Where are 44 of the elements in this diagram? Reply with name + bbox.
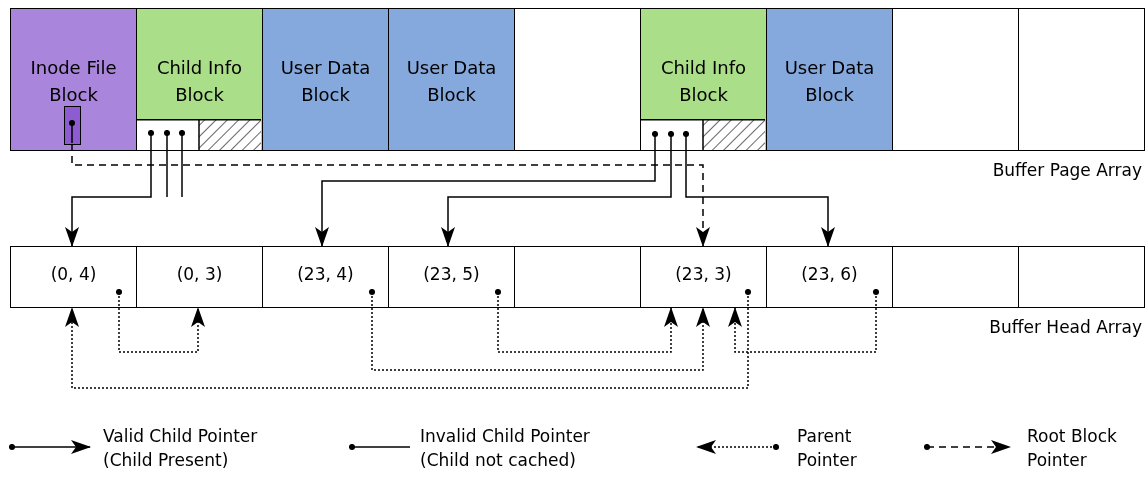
block-label: Child Info Block [155,56,244,107]
block-id: (0, 4) [49,263,98,286]
block-label: Child Info Block [659,56,748,107]
user-data-block [262,8,389,151]
parent-pointer-arrow [728,288,880,353]
legend-text: Invalid Child Pointer (Child not cached) [420,425,591,472]
child-pointer-arrow [315,130,659,247]
buffer-head-cell [640,246,767,308]
block-id: (23, 6) [800,263,859,286]
buffer-head-cell [136,246,263,308]
block-label: User Data Block [405,56,498,107]
root-pointer-arrow [71,143,710,247]
empty-page-slot [1018,8,1145,151]
array-label: Buffer Head Array [989,316,1142,339]
block-label: User Data Block [783,56,876,107]
parent-pointer-arrow [65,288,752,389]
child-pointer-arrow [682,130,835,247]
empty-page-slot [514,8,641,151]
parent-pointer-arrow [368,288,710,371]
user-data-block [388,8,515,151]
block-id: (23, 5) [422,263,481,286]
buffer-head-cell [766,246,893,308]
block-id: (0, 3) [175,263,224,286]
pointer-slot [64,106,81,145]
empty-page-slot [892,8,1019,151]
block-label: User Data Block [279,56,372,107]
block-id: (23, 3) [674,263,733,286]
buffer-head-cell [388,246,515,308]
buffer-head-cell [262,246,389,308]
child-pointer-arrow [65,129,155,247]
parent-pointer-arrow [494,288,678,353]
child-info-block [136,8,263,151]
child-pointer-arrow [441,130,675,247]
user-data-block [766,8,893,151]
buffer-head-cell [10,246,137,308]
inode-block [10,8,137,151]
array-label: Buffer Page Array [992,159,1142,182]
block-label: Inode File Block [29,56,118,107]
legend-text: Valid Child Pointer (Child Present) [103,425,259,472]
child-info-block [640,8,767,151]
legend-text: Root Block Pointer [1027,425,1118,472]
legend-text: Parent Pointer [797,425,858,472]
block-id: (23, 4) [296,263,355,286]
parent-pointer-arrow [115,288,205,353]
